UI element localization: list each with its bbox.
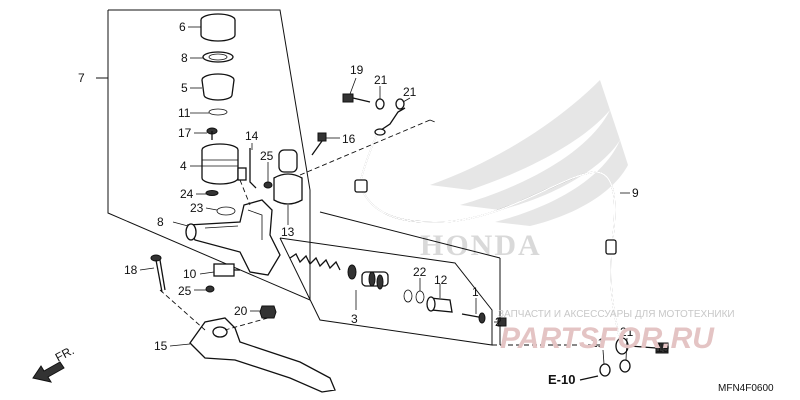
clutch-switch <box>213 263 240 277</box>
callout-24: 24 <box>180 187 194 201</box>
callout-23: 23 <box>190 201 204 215</box>
screw-25-lower <box>205 285 215 293</box>
callout-1: 1 <box>472 285 479 299</box>
arrow-icon <box>32 361 65 383</box>
circlip-22 <box>415 290 425 304</box>
callout-8b: 8 <box>157 215 164 229</box>
bleeder-bolt-16 <box>311 132 327 156</box>
reservoir <box>201 143 247 185</box>
callout-25-lower: 25 <box>178 284 192 298</box>
honda-wing-logo: HONDA <box>420 80 628 262</box>
leader-lines <box>139 26 663 365</box>
clutch-lever <box>189 317 336 393</box>
washer-21-upper <box>375 98 385 110</box>
callout-5: 5 <box>181 81 188 95</box>
callout-14: 14 <box>245 129 259 143</box>
honda-wordmark: HONDA <box>420 229 542 262</box>
callout-10: 10 <box>183 267 197 281</box>
watermark-text: ЗАПЧАСТИ И АКСЕССУАРЫ ДЛЯ МОТОТЕХНИКИ <box>498 309 735 320</box>
callout-21-lower-a: 21 <box>591 336 605 350</box>
push-rod <box>461 312 486 324</box>
callout-16: 16 <box>342 132 356 146</box>
watermark: ЗАПЧАСТИ И АКСЕССУАРЫ ДЛЯ МОТОТЕХНИКИ PA… <box>498 309 735 355</box>
boot-12 <box>426 296 453 313</box>
diaphragm-plate <box>202 51 234 63</box>
reference-code: E-10 <box>548 372 575 387</box>
diaphragm <box>201 73 235 101</box>
o-ring-23 <box>216 206 236 216</box>
master-cylinder-body <box>185 199 281 276</box>
callout-12: 12 <box>434 273 448 287</box>
connection-lines <box>159 119 600 346</box>
hose-banjo-bottom <box>615 337 629 355</box>
callout-11: 11 <box>178 106 191 120</box>
callout-9: 9 <box>632 186 639 200</box>
figure-id: MFN4F0600 <box>718 383 774 394</box>
callout-13: 13 <box>281 225 295 239</box>
clip-24 <box>205 190 219 196</box>
callout-2: 2 <box>495 315 502 329</box>
clutch-hose <box>354 107 629 355</box>
callout-19-lower: 19 <box>656 341 670 355</box>
frame3-top <box>319 211 501 259</box>
cup-primary <box>347 264 357 280</box>
washer <box>403 289 413 303</box>
callout-17: 17 <box>178 126 192 140</box>
pivot-nut <box>259 305 277 319</box>
callout-3: 3 <box>351 312 358 326</box>
hose-banjo-top <box>377 107 406 133</box>
assembly-frame-3 <box>279 211 501 346</box>
reference-e10: E-10 <box>548 372 599 387</box>
washer-21-upper-b <box>395 98 405 110</box>
callout-19-upper: 19 <box>350 63 364 77</box>
callout-21-upper-a: 21 <box>374 73 388 87</box>
watermark-logo: PARTSFOR.RU <box>500 322 715 355</box>
bracket-14 <box>249 148 257 189</box>
o-ring-11 <box>208 108 228 116</box>
callout-18: 18 <box>124 263 138 277</box>
master-cylinder-holder <box>273 149 303 205</box>
screw-25-upper <box>263 181 273 189</box>
callout-labels: 6 8 5 7 11 17 4 24 23 8 14 25 13 10 25 1… <box>78 20 670 355</box>
frame3-outline <box>279 237 493 346</box>
assembly-frame-7 <box>96 9 311 301</box>
banjo-bolt-upper <box>342 93 371 103</box>
callout-21-lower-b: 21 <box>620 325 634 339</box>
callout-8: 8 <box>181 51 188 65</box>
callout-15: 15 <box>154 339 168 353</box>
pivot-bolt <box>150 254 166 293</box>
spring <box>289 253 341 271</box>
callout-7: 7 <box>78 71 85 85</box>
washer-21-lower-a <box>599 363 611 377</box>
front-direction-arrow: FR. <box>32 343 77 383</box>
direction-label: FR. <box>53 343 77 364</box>
piston-kit <box>289 253 413 303</box>
callout-25-upper: 25 <box>260 149 274 163</box>
callout-4: 4 <box>180 159 187 173</box>
callout-22: 22 <box>413 265 427 279</box>
frame-outline <box>107 9 311 301</box>
callout-21-upper-b: 21 <box>403 85 417 99</box>
callout-20: 20 <box>234 304 248 318</box>
reservoir-cap <box>200 13 236 42</box>
callout-6: 6 <box>179 20 186 34</box>
screw-17 <box>206 127 218 140</box>
washer-21-lower-b <box>619 359 631 373</box>
